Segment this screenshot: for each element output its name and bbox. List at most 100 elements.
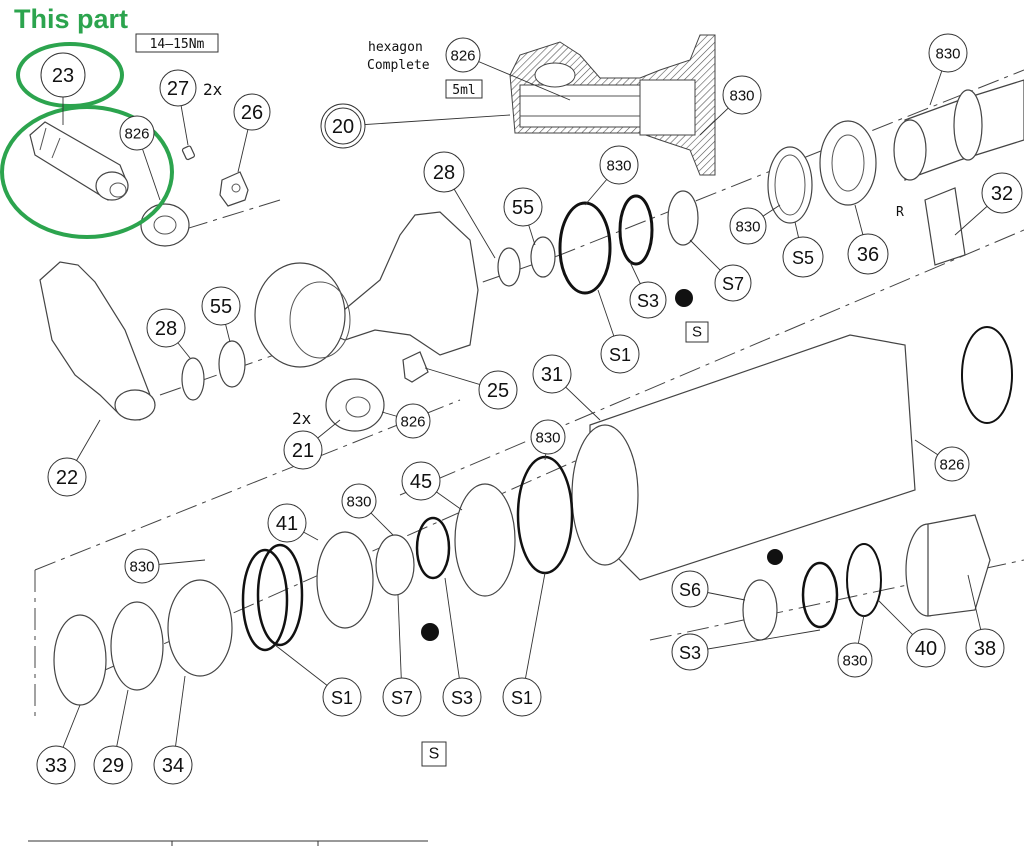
- seal-kit-label-top: S: [692, 324, 702, 341]
- callout-23[interactable]: 23: [40, 52, 86, 98]
- callout-55[interactable]: 55: [503, 187, 543, 227]
- part-23-bolt[interactable]: [29, 121, 129, 201]
- callout-22[interactable]: 22: [47, 457, 87, 497]
- callout-label: 826: [124, 126, 149, 143]
- callout-label: 830: [606, 158, 631, 175]
- radius-label: R: [896, 205, 904, 220]
- callout-circle: [532, 354, 572, 394]
- grease-box: [445, 79, 483, 99]
- callout-38[interactable]: 38: [965, 628, 1005, 668]
- callout-32[interactable]: 32: [981, 172, 1023, 214]
- callout-36[interactable]: 36: [847, 233, 889, 275]
- hexagon-label: hexagon: [368, 40, 423, 55]
- callout-circle: [847, 233, 889, 275]
- callout-circle: [47, 457, 87, 497]
- callout-circle: [267, 503, 307, 543]
- callout-830[interactable]: 830: [341, 483, 377, 519]
- highlight-annotation: [0, 42, 174, 239]
- callout-circle: [714, 264, 752, 302]
- hexagon-cross-section: [509, 34, 716, 176]
- callout-s1[interactable]: S1: [502, 677, 542, 717]
- callout-830[interactable]: 830: [722, 75, 762, 115]
- callout-830[interactable]: 830: [599, 145, 639, 185]
- callout-circle: [530, 419, 566, 455]
- callout-label: 830: [735, 219, 760, 236]
- callout-28[interactable]: 28: [146, 308, 186, 348]
- part-26-clip: [219, 171, 249, 207]
- callout-label: S1: [609, 345, 631, 365]
- callout-34[interactable]: 34: [153, 745, 193, 785]
- part-20-housing[interactable]: [254, 211, 479, 368]
- callout-circle: [119, 115, 155, 151]
- callout-25[interactable]: 25: [478, 370, 518, 410]
- callout-label: 23: [52, 65, 74, 87]
- callout-s3[interactable]: S3: [442, 677, 482, 717]
- callout-20[interactable]: 20: [320, 103, 366, 149]
- callout-830[interactable]: 830: [729, 207, 767, 245]
- callout-label: 31: [541, 364, 563, 386]
- callout-s1[interactable]: S1: [600, 334, 640, 374]
- callout-label: 33: [45, 755, 67, 777]
- callout-s3[interactable]: S3: [671, 633, 709, 671]
- callout-s7[interactable]: S7: [382, 677, 422, 717]
- callout-826[interactable]: 826: [119, 115, 155, 151]
- callout-27[interactable]: 27: [159, 69, 197, 107]
- callout-circle: [322, 677, 362, 717]
- callout-830[interactable]: 830: [928, 33, 968, 73]
- callout-label: 826: [400, 414, 425, 431]
- callout-label: S1: [511, 688, 533, 708]
- callout-circle: [503, 187, 543, 227]
- callout-circle: [928, 33, 968, 73]
- callout-label: 26: [241, 102, 263, 124]
- callout-826[interactable]: 826: [934, 446, 970, 482]
- callout-830[interactable]: 830: [124, 548, 160, 584]
- callout-circle: [599, 145, 639, 185]
- callout-26[interactable]: 26: [233, 93, 271, 131]
- callout-label: S3: [451, 688, 473, 708]
- part-32-sleeve: [893, 79, 1024, 266]
- callout-label: 826: [450, 48, 475, 65]
- notes: 14–15Nm 2x 2x hexagon Complete 5ml R S S: [135, 33, 904, 767]
- callout-label: 38: [974, 638, 996, 660]
- callout-label: 28: [433, 162, 455, 184]
- callout-circle: [153, 745, 193, 785]
- callout-40[interactable]: 40: [906, 628, 946, 668]
- callout-circle: [36, 745, 76, 785]
- callout-label: 830: [729, 88, 754, 105]
- callout-826[interactable]: 826: [445, 37, 481, 73]
- callout-label: S3: [679, 643, 701, 663]
- callout-826[interactable]: 826: [395, 403, 431, 439]
- callout-label: S3: [637, 291, 659, 311]
- callout-28[interactable]: 28: [423, 151, 465, 193]
- callout-830[interactable]: 830: [837, 642, 873, 678]
- callout-circle: [401, 461, 441, 501]
- callout-circle: [423, 151, 465, 193]
- leader-line: [689, 629, 821, 653]
- callout-label: 830: [346, 494, 371, 511]
- callout-label: 25: [487, 380, 509, 402]
- callout-33[interactable]: 33: [36, 745, 76, 785]
- callout-circle: [124, 548, 160, 584]
- callout-29[interactable]: 29: [93, 745, 133, 785]
- callout-label: 826: [939, 457, 964, 474]
- callout-label: S1: [331, 688, 353, 708]
- callout-s5[interactable]: S5: [782, 236, 824, 278]
- callout-45[interactable]: 45: [401, 461, 441, 501]
- callout-21[interactable]: 21: [283, 430, 323, 470]
- o-rings-upper: [497, 190, 699, 307]
- callout-s7[interactable]: S7: [714, 264, 752, 302]
- callout-31[interactable]: 31: [532, 354, 572, 394]
- part-28-55-lower: [181, 340, 246, 401]
- lower-middle-seals: [316, 455, 574, 641]
- callout-830[interactable]: 830: [530, 419, 566, 455]
- callout-s6[interactable]: S6: [671, 570, 709, 608]
- callout-circle: [442, 677, 482, 717]
- callout-55[interactable]: 55: [201, 286, 241, 326]
- part-31-cylinder: [571, 326, 1013, 581]
- callout-s1[interactable]: S1: [322, 677, 362, 717]
- callout-41[interactable]: 41: [267, 503, 307, 543]
- callout-s3[interactable]: S3: [629, 281, 667, 319]
- callout-circle: [671, 633, 709, 671]
- callout-circle: [934, 446, 970, 482]
